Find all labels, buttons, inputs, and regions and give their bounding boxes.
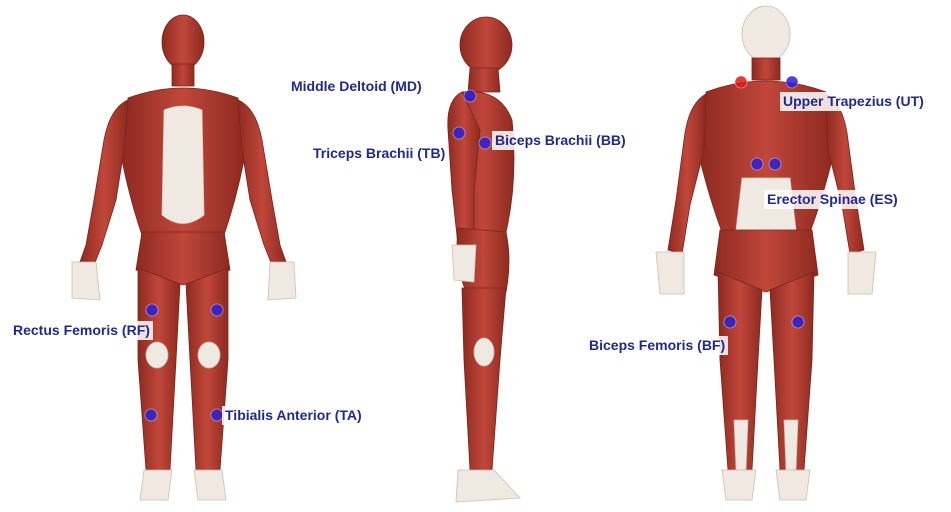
electrode-marker-ut-left [735, 76, 747, 88]
posterior-figure [656, 6, 876, 500]
label-rectus-femoris: Rectus Femoris (RF) [10, 321, 153, 340]
electrode-marker-rf-right [146, 304, 158, 316]
anterior-figure [72, 15, 296, 500]
electrode-marker-bf-right [792, 316, 804, 328]
label-biceps-brachii: Biceps Brachii (BB) [492, 131, 629, 150]
label-erector-spinae: Erector Spinae (ES) [764, 190, 901, 209]
label-middle-deltoid: Middle Deltoid (MD) [288, 77, 425, 96]
electrode-marker-es-left [751, 158, 763, 170]
electrode-marker-rf-left [211, 304, 223, 316]
label-tibialis-anterior: Tibialis Anterior (TA) [222, 406, 365, 425]
electrode-marker-bb-lateral [479, 137, 491, 149]
electrode-marker-ut-right [786, 76, 798, 88]
electrode-marker-ta-right [145, 409, 157, 421]
electrode-marker-md-lateral [464, 90, 476, 102]
label-triceps-brachii: Triceps Brachii (TB) [310, 144, 448, 163]
electrode-marker-tb-lateral [453, 127, 465, 139]
label-upper-trapezius: Upper Trapezius (UT) [780, 92, 927, 111]
electrode-marker-bf-left [724, 316, 736, 328]
label-biceps-femoris: Biceps Femoris (BF) [586, 336, 728, 355]
lateral-figure [448, 17, 520, 502]
electrode-marker-es-right [769, 158, 781, 170]
